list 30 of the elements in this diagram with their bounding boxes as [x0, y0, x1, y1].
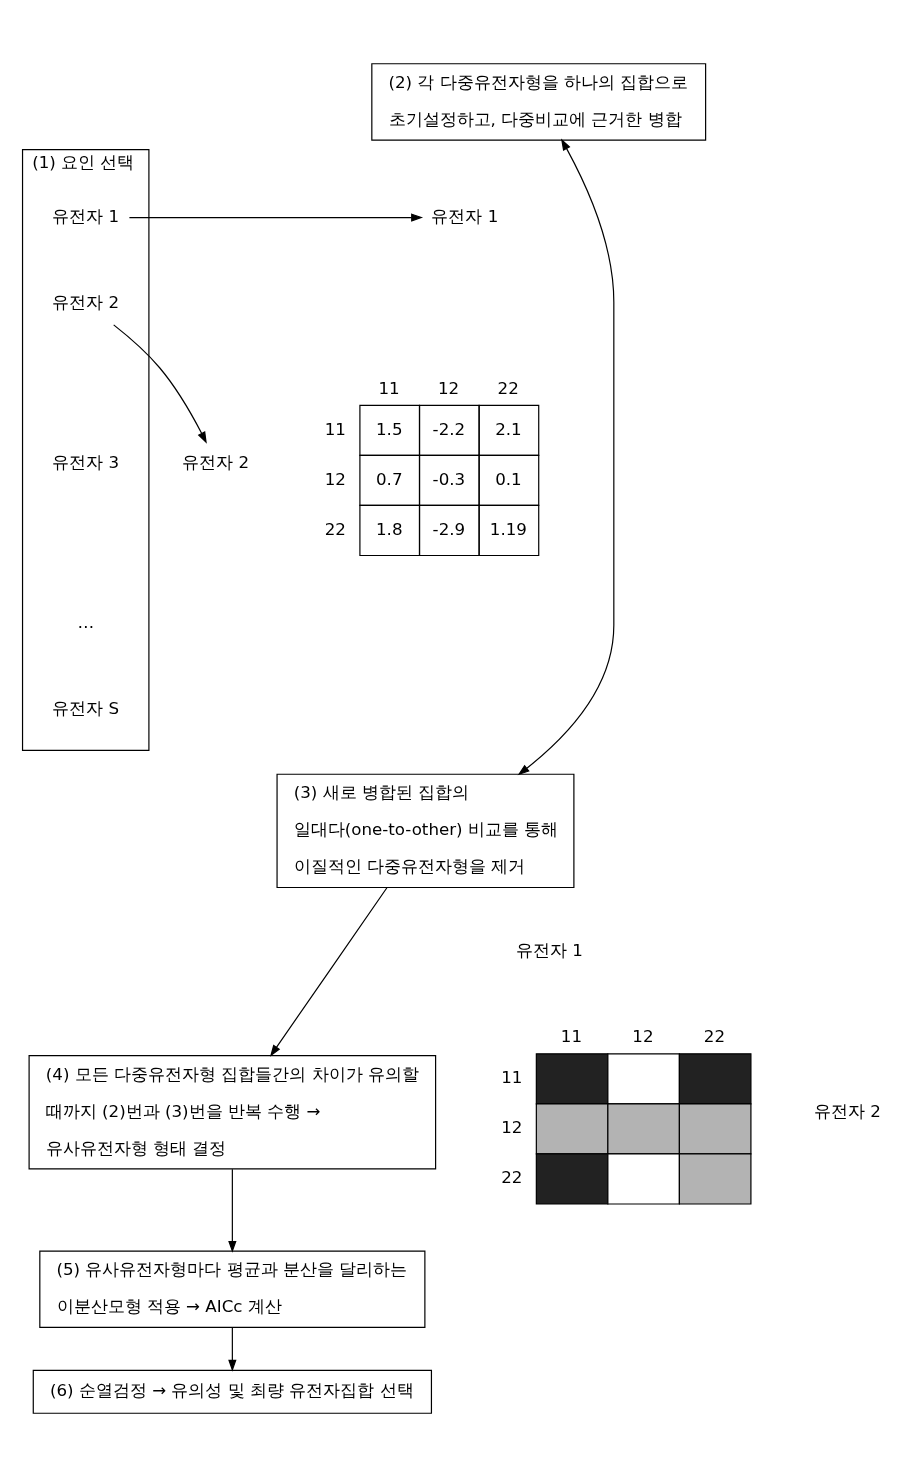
node-text: …	[77, 613, 95, 633]
label: 11	[560, 1027, 582, 1047]
label: 11	[501, 1068, 523, 1088]
node-text: 유전자 S	[52, 699, 120, 719]
label: 1.5	[376, 419, 403, 439]
node-text: 유전자 2	[52, 292, 120, 312]
label: -2.9	[432, 519, 466, 539]
label: 1.19	[489, 519, 527, 539]
label: 0.7	[376, 469, 403, 489]
label: 22	[501, 1168, 523, 1188]
label: 12	[437, 378, 460, 398]
label: 유전자 1	[515, 941, 583, 961]
label: -0.3	[432, 469, 466, 489]
label: 22	[497, 378, 519, 398]
label: 1.8	[376, 519, 403, 539]
node-text: 유전자 3	[52, 453, 120, 473]
label: 22	[324, 519, 346, 539]
label: 11	[378, 378, 400, 398]
label: 11	[324, 419, 346, 439]
node-text: 유전자 1	[52, 206, 120, 226]
node-text: 유전자 1	[431, 206, 499, 226]
label: 12	[632, 1027, 654, 1047]
label: 0.1	[495, 469, 522, 489]
label: 2.1	[495, 419, 522, 439]
label: 유전자 2	[814, 1101, 881, 1121]
label: -2.2	[432, 419, 466, 439]
label: 12	[501, 1118, 523, 1138]
label: 12	[324, 469, 346, 489]
node-text: 유전자 2	[182, 453, 250, 473]
label: 22	[703, 1027, 726, 1047]
